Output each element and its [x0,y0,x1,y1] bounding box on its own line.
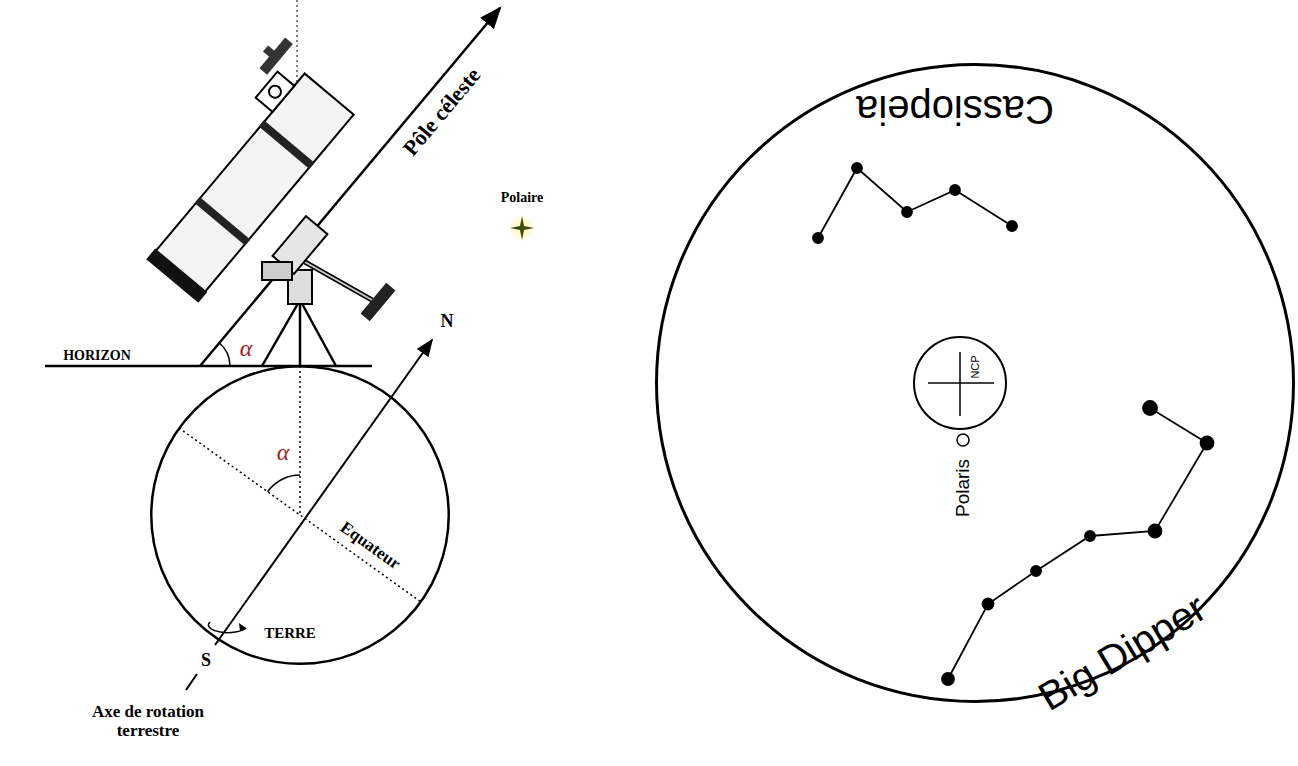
earth-label: TERRE [264,625,316,642]
ncp-circle: NCPPolaris [913,336,1007,430]
ncp-cross [928,352,994,416]
pole-letter: S [201,651,211,671]
tripod [262,300,336,366]
rotation-arrow [208,622,246,633]
polaris-dot [957,434,969,446]
star-name: Polaire [501,190,544,205]
angle-symbol: α [277,439,290,465]
equator-label: Equateur [337,518,404,573]
earth-circle: αEquateurTERRE [150,365,450,665]
angle-arc [268,475,300,492]
vertical-line [299,366,301,515]
constellation [813,163,1017,243]
star-name: Polaris [953,459,974,517]
circle-outline [913,336,1007,430]
circle-outline [150,365,450,665]
mount [262,216,395,321]
ncp-label: NCP [969,355,981,378]
pole-letter: N [441,312,454,332]
star [510,216,534,240]
star-chart-circle: CassiopeiaBig DipperNCPPolaris [655,63,1295,703]
angle-symbol: α [240,335,253,361]
constellation-name: Cassiopeia [856,88,1054,132]
axis-caption: Axe de rotation terrestre [73,703,223,740]
rotation-axis [186,674,197,690]
rotation-axis [215,340,432,645]
telescope [113,32,365,302]
horizon-label: HORIZON [63,348,131,363]
constellation-name: Big Dipper [1031,585,1214,719]
angle-arc [219,343,230,366]
